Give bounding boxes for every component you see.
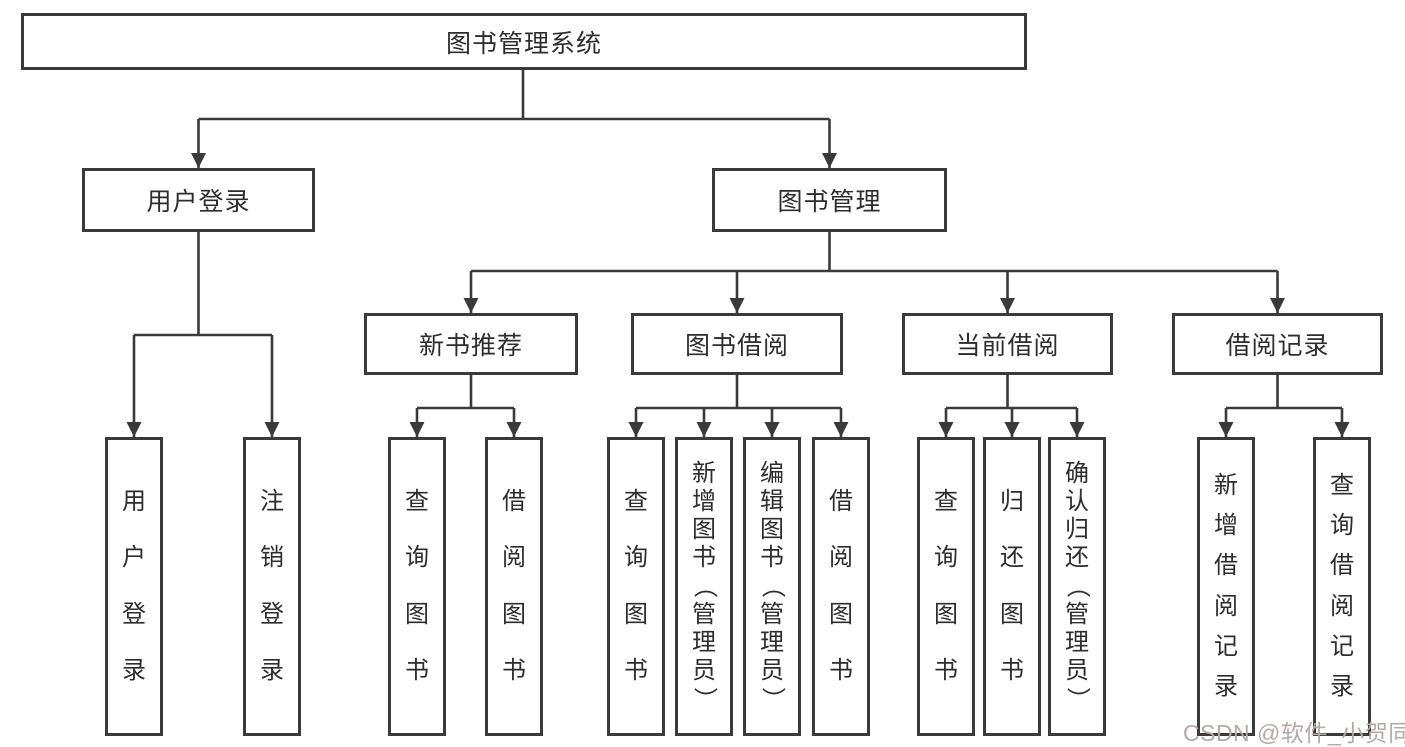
leaf-nb-query-books-label: 查询图书 bbox=[405, 488, 429, 684]
leaf-cb-return-books-label: 归还图书 bbox=[1000, 488, 1024, 684]
leaf-br-query-borrow-record: 查询借阅记录 bbox=[1313, 437, 1371, 736]
node-book-mgmt: 图书管理 bbox=[712, 168, 947, 232]
leaf-cb-query-books: 查询图书 bbox=[917, 437, 975, 736]
leaf-bb-add-books-admin: 新增图书（管理员） bbox=[675, 437, 733, 736]
leaf-bb-query-books: 查询图书 bbox=[607, 437, 665, 736]
leaf-cb-confirm-return-admin: 确认归还（管理员） bbox=[1048, 437, 1106, 736]
node-book-borrow: 图书借阅 bbox=[631, 313, 843, 375]
leaf-bb-add-books-admin-label: 新增图书（管理员） bbox=[691, 460, 718, 711]
node-current-borrow: 当前借阅 bbox=[902, 313, 1113, 375]
node-book-mgmt-label: 图书管理 bbox=[777, 188, 882, 216]
node-root-label: 图书管理系统 bbox=[445, 29, 602, 58]
node-borrow-records: 借阅记录 bbox=[1172, 313, 1383, 375]
node-new-books: 新书推荐 bbox=[364, 313, 578, 375]
node-user-login-label: 用户登录 bbox=[146, 188, 251, 216]
leaf-nb-query-books: 查询图书 bbox=[388, 437, 446, 736]
leaf-nb-borrow-books: 借阅图书 bbox=[485, 437, 543, 736]
node-root: 图书管理系统 bbox=[21, 13, 1027, 70]
leaf-cb-confirm-return-admin-label: 确认归还（管理员） bbox=[1064, 460, 1091, 711]
node-new-books-label: 新书推荐 bbox=[418, 332, 523, 360]
leaf-cb-return-books: 归还图书 bbox=[983, 437, 1041, 736]
leaf-logout-label: 注销登录 bbox=[260, 488, 284, 684]
node-user-login: 用户登录 bbox=[82, 168, 315, 232]
leaf-user-login: 用户登录 bbox=[105, 437, 163, 736]
leaf-bb-edit-books-admin-label: 编辑图书（管理员） bbox=[759, 460, 786, 711]
leaf-br-query-borrow-record-label: 查询借阅记录 bbox=[1330, 472, 1354, 700]
leaf-bb-edit-books-admin: 编辑图书（管理员） bbox=[743, 437, 801, 736]
leaf-user-login-label: 用户登录 bbox=[122, 488, 146, 684]
leaf-br-add-borrow-record: 新增借阅记录 bbox=[1197, 437, 1255, 736]
leaf-bb-borrow-books-label: 借阅图书 bbox=[829, 488, 853, 684]
leaf-logout: 注销登录 bbox=[243, 437, 301, 736]
node-borrow-records-label: 借阅记录 bbox=[1225, 332, 1330, 360]
leaf-bb-query-books-label: 查询图书 bbox=[624, 488, 648, 684]
leaf-cb-query-books-label: 查询图书 bbox=[934, 488, 958, 684]
leaf-br-add-borrow-record-label: 新增借阅记录 bbox=[1214, 472, 1238, 700]
leaf-bb-borrow-books: 借阅图书 bbox=[812, 437, 870, 736]
watermark: CSDN @软件_小贺同学 bbox=[1183, 720, 1405, 746]
node-book-borrow-label: 图书借阅 bbox=[684, 332, 789, 360]
leaf-nb-borrow-books-label: 借阅图书 bbox=[502, 488, 526, 684]
node-current-borrow-label: 当前借阅 bbox=[955, 332, 1060, 360]
